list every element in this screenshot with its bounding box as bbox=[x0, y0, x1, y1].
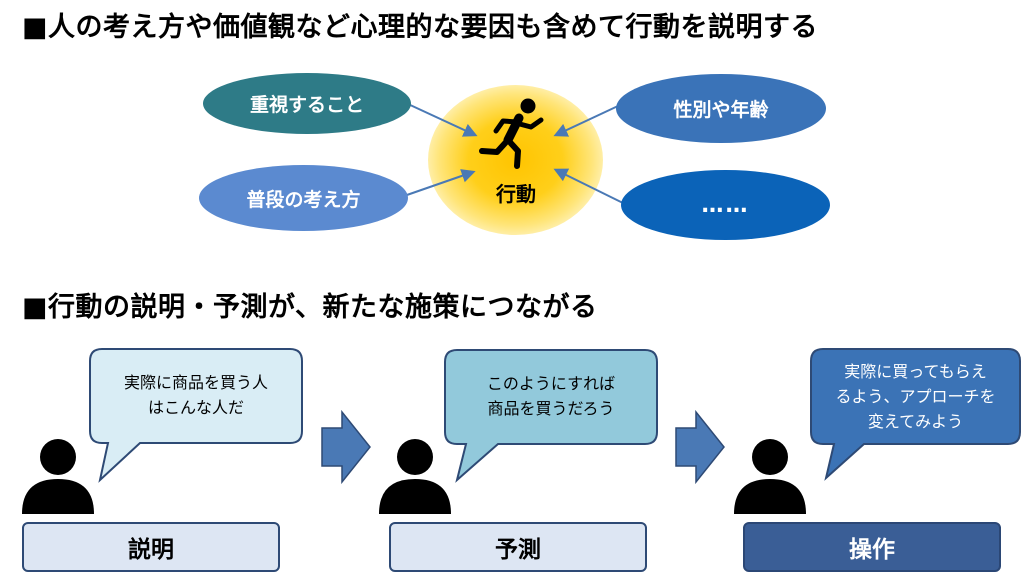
arrow-factor-4 bbox=[553, 168, 626, 205]
factor-ellipse-values: 重視すること bbox=[203, 73, 411, 134]
speech-bubble-3 bbox=[810, 348, 1021, 481]
right-arrow-icon bbox=[321, 409, 371, 485]
bubble-text-operation: 実際に買ってもらえ るよう、アプローチを 変えてみよう bbox=[835, 362, 996, 431]
person-icon bbox=[379, 439, 451, 514]
factor-ellipse-others: …… bbox=[621, 170, 830, 240]
arrow-factor-3 bbox=[553, 105, 619, 137]
arrow-factor-2 bbox=[403, 169, 476, 197]
bubble-text-prediction: このようにすれば 商品を買うだろう bbox=[486, 374, 616, 418]
person-icon bbox=[22, 439, 94, 514]
action-label: 行動 bbox=[496, 182, 536, 206]
speech-bubble-2 bbox=[444, 349, 658, 483]
speech-bubble-1 bbox=[89, 348, 303, 483]
right-arrow-icon bbox=[675, 409, 725, 485]
arrow-factor-1 bbox=[407, 103, 478, 137]
step-label-explanation: 説明 bbox=[22, 522, 280, 572]
person-icon bbox=[734, 439, 806, 514]
heading-prediction-measures: ■行動の説明・予測が、新たな施策につながる bbox=[22, 292, 598, 323]
running-person-icon bbox=[479, 98, 544, 169]
heading-behavior-explanation: ■人の考え方や価値観など心理的な要因も含めて行動を説明する bbox=[22, 12, 819, 43]
step-label-prediction: 予測 bbox=[389, 522, 647, 572]
factor-ellipse-thinking: 普段の考え方 bbox=[199, 165, 408, 231]
step-label-operation: 操作 bbox=[743, 522, 1001, 572]
bubble-text-explanation: 実際に商品を買う人 はこんな人だ bbox=[123, 373, 268, 417]
factor-ellipse-demographics: 性別や年齢 bbox=[616, 74, 826, 143]
